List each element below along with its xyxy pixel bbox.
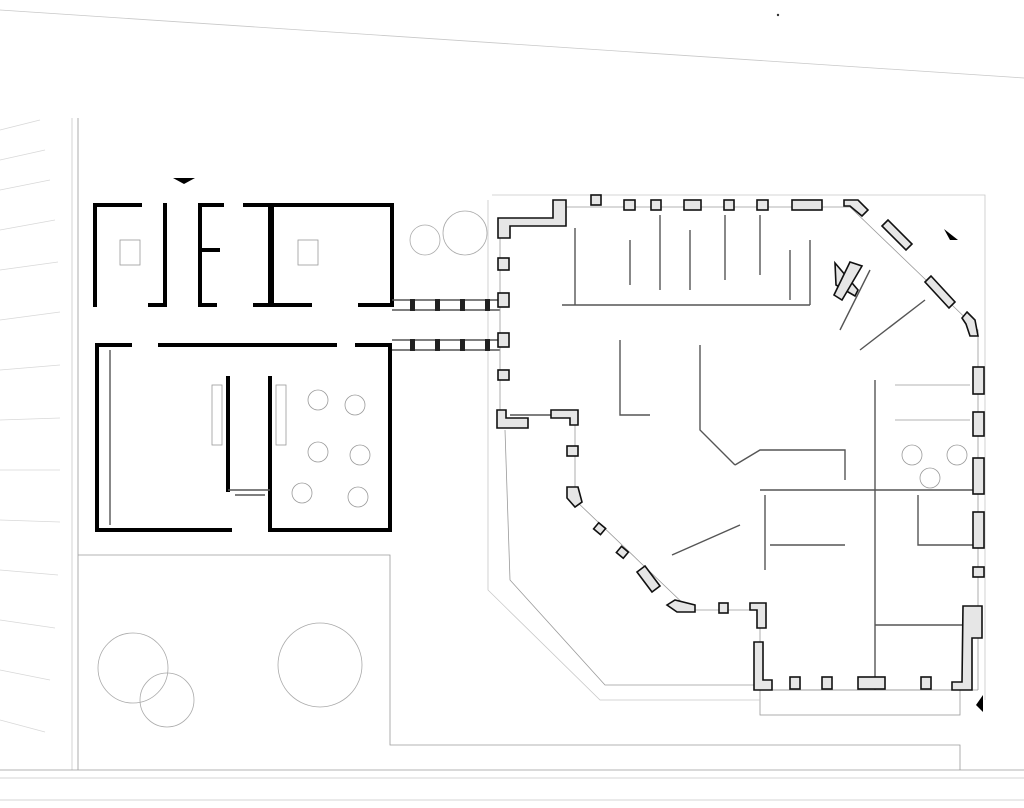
north-arrow-icon (173, 178, 195, 184)
section-marker-icon (944, 229, 958, 240)
wall-piers (496, 194, 985, 691)
tables (291, 389, 371, 508)
trees (97, 210, 488, 728)
site-boundary (0, 9, 1024, 801)
tables-right (901, 444, 968, 489)
section-marker-icon (976, 695, 983, 712)
hatched-slope (0, 119, 61, 733)
left-building (93, 203, 394, 532)
link-corridor (392, 299, 500, 351)
